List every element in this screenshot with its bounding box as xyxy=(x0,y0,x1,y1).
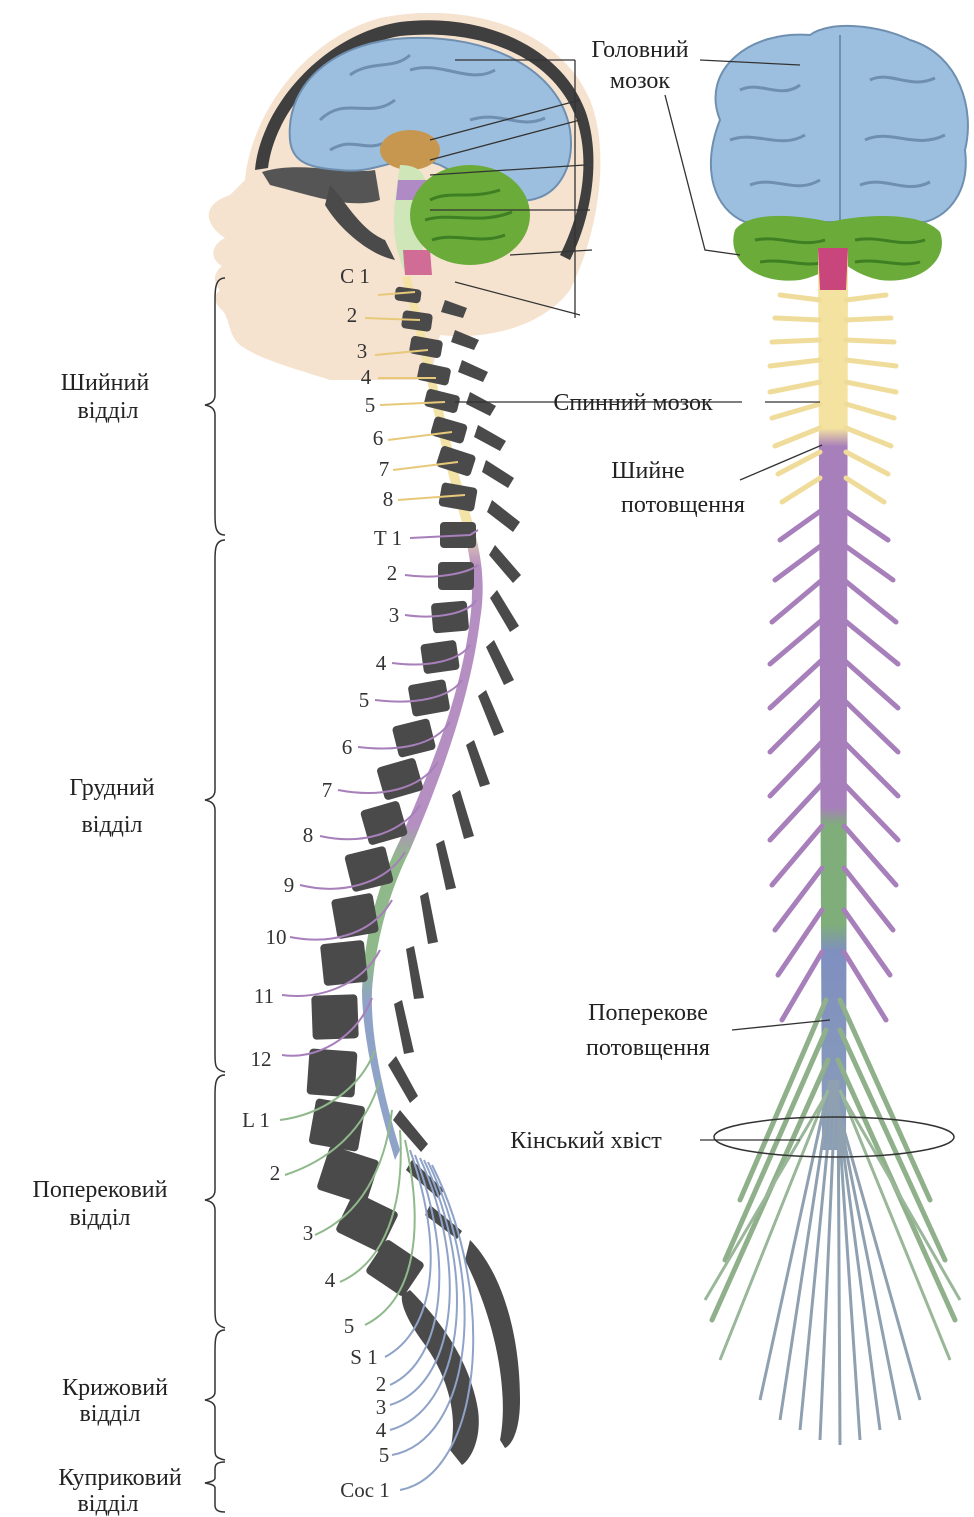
section-lumbar-line2: відділ xyxy=(69,1205,130,1231)
section-thoracic-line2: відділ xyxy=(81,812,142,838)
vertebra-label: L 1 xyxy=(242,1108,270,1132)
cervical-enlargement-label-line1: Шийне xyxy=(611,458,684,484)
spinal-cord-left xyxy=(362,275,483,1160)
vertebra-label: 6 xyxy=(373,426,384,450)
vertebra-label: 5 xyxy=(379,1443,390,1467)
section-labels: Шийний відділ Грудний відділ Поперековий… xyxy=(33,370,182,1517)
vertebra-label: 5 xyxy=(359,688,370,712)
cerebellum-left xyxy=(410,165,530,265)
brain-front-view xyxy=(711,26,968,222)
vertebra-label: 2 xyxy=(387,561,398,585)
vertebra-label: 3 xyxy=(389,603,400,627)
vertebra-label: 9 xyxy=(284,873,295,897)
brain-label-line1: Головний xyxy=(591,37,688,63)
vertebra-label: 10 xyxy=(266,925,287,949)
vertebra-label: 5 xyxy=(365,393,376,417)
vertebra-label: 3 xyxy=(376,1395,387,1419)
vertebra-label: 8 xyxy=(383,487,394,511)
vertebra-label: Coc 1 xyxy=(340,1478,390,1502)
vertebra-label: 3 xyxy=(303,1221,314,1245)
section-braces xyxy=(205,278,225,1512)
vertebra-label: 7 xyxy=(379,457,390,481)
vertebra-label: 5 xyxy=(344,1314,355,1338)
vertebra-label: T 1 xyxy=(374,526,402,550)
brain-label-line2: мозок xyxy=(610,68,671,94)
spinal-cord-label: Спинний мозок xyxy=(553,390,713,416)
lumbar-enlargement-label-line1: Поперекове xyxy=(588,1000,708,1026)
vertebra-label: 12 xyxy=(251,1047,272,1071)
vertebra-label: 7 xyxy=(322,778,333,802)
vertebra-label: C 1 xyxy=(340,264,370,288)
vertebra-label: 4 xyxy=(376,1418,387,1442)
vertebra-label: 2 xyxy=(270,1161,281,1185)
vertebra-label: 4 xyxy=(325,1268,336,1292)
vertebra-label: 2 xyxy=(376,1372,387,1396)
diencephalon xyxy=(380,130,440,170)
cauda-equina-label: Кінський хвіст xyxy=(510,1128,662,1154)
vertebra-label: 8 xyxy=(303,823,314,847)
vertebra-label: 3 xyxy=(357,339,368,363)
vertebra-label: 2 xyxy=(347,303,358,327)
cervical-enlargement-label-line2: потовщення xyxy=(621,492,745,518)
section-sacral-line2: відділ xyxy=(79,1401,140,1427)
vertebral-column-left xyxy=(306,286,521,1465)
section-cervical-line2: відділ xyxy=(77,398,138,424)
vertebra-label: 11 xyxy=(254,984,274,1008)
vertebra-label: 4 xyxy=(376,651,387,675)
section-cervical-line1: Шийний xyxy=(61,370,150,396)
lumbar-enlargement-label-line2: потовщення xyxy=(586,1035,710,1061)
vertebra-label: S 1 xyxy=(350,1345,377,1369)
cauda-equina-right xyxy=(705,1080,960,1445)
section-coccygeal-line1: Куприковий xyxy=(58,1465,182,1491)
section-sacral-line1: Крижовий xyxy=(62,1375,168,1401)
section-thoracic-line1: Грудний xyxy=(69,775,154,801)
vertebra-label: 6 xyxy=(342,735,353,759)
vertebra-label: 4 xyxy=(361,365,372,389)
section-lumbar-line1: Поперековий xyxy=(33,1177,168,1203)
section-coccygeal-line2: відділ xyxy=(77,1491,138,1517)
